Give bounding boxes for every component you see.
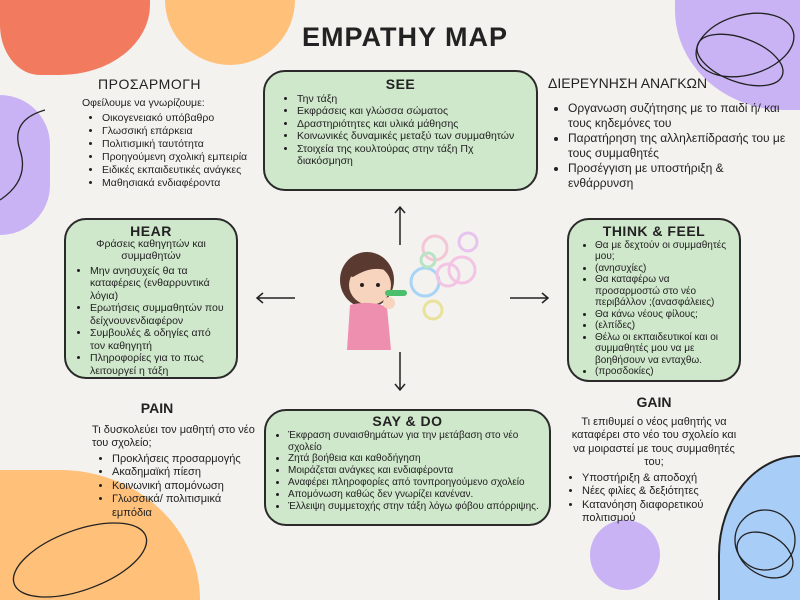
see-box: SEE Την τάξηΕκφράσεις και γλώσσα σώματος…: [263, 70, 538, 191]
say-do-box: SAY & DO Έκφραση συναισθημάτων για την μ…: [264, 409, 551, 526]
gain-intro: Τι επιθυμεί ο νέος μαθητής να καταφέρει …: [571, 415, 737, 469]
list-item: Υποστήριξη & αποδοχή: [582, 472, 742, 486]
list-item: Μαθησιακά ενδιαφέροντα: [102, 177, 262, 190]
purple-blob-small: [590, 520, 660, 590]
gain-section: GAIN Τι επιθυμεί ο νέος μαθητής να καταφ…: [566, 394, 742, 526]
list-item: (προσδοκίες): [595, 366, 729, 378]
list-item: Γλωσσική επάρκεια: [102, 125, 262, 138]
list-item: Κατανόηση διαφορετικού πολιτισμού: [582, 499, 742, 526]
list-item: Αναφέρει πληροφορίες από τονπρoηγούμενο …: [288, 477, 541, 489]
hear-heading: HEAR: [130, 223, 172, 239]
list-item: Έλλειψη συμμετοχής στην τάξη λόγω φόβου …: [288, 501, 541, 513]
arrow-up-icon: [394, 205, 406, 245]
list-item: Πολιτισμική ταυτότητα: [102, 138, 262, 151]
list-item: Δραστηριότητες και υλικά μάθησης: [297, 118, 524, 131]
list-item: Θα με δεχτούν οι συμμαθητές μου;: [595, 240, 729, 263]
see-heading: SEE: [385, 76, 416, 92]
adaptation-section: ΠΡΟΣΑΡΜΟΓΗ Οφείλουμε να γνωρίζουμε: Οικο…: [82, 76, 262, 190]
list-item: Συμβουλές & οδηγίες από τον καθηγητή: [90, 327, 228, 352]
needs-section: ΔΙΕΡΕΥΝΗΣΗ ΑΝΑΓΚΩΝ Οργανωση συζήτησης με…: [548, 76, 788, 191]
list-item: Έκφραση συναισθημάτων για την μετάβαση σ…: [288, 430, 541, 454]
list-item: Θα καταφέρω να προσαρμοστώ στο νέο περιβ…: [595, 274, 729, 309]
girl-blowing-bubbles-illustration: [340, 231, 479, 350]
list-item: Οργανωση συζήτησης με το παιδί ή/ και το…: [568, 101, 788, 131]
list-item: Ειδικές εκπαιδευτικές ανάγκες: [102, 164, 262, 177]
list-item: Ζητά βοήθεια και καθοδήγηση: [288, 453, 541, 465]
list-item: Προσέγγιση με υποστήριξη & ενθάρρυνση: [568, 161, 788, 191]
pain-section: PAIN Τι δυσκολεύει τον μαθητή στο νέο το…: [92, 400, 262, 520]
list-item: Γλωσσικά/ πολιτισμικά εμπόδια: [112, 493, 262, 520]
list-item: Νέες φιλίες & δεξιότητες: [582, 485, 742, 499]
adaptation-intro: Οφείλουμε να γνωρίζουμε:: [82, 97, 205, 109]
list-item: Απομόνωση καθώς δεν γνωρίζει κανέναν.: [288, 489, 541, 501]
arrow-right-icon: [510, 292, 550, 304]
list-item: Μοιράζεται ανάγκες και ενδιαφέροντα: [288, 465, 541, 477]
list-item: Ακαδημαϊκή πίεση: [112, 466, 262, 480]
list-item: Προηγούμενη σχολική εμπειρία: [102, 151, 262, 164]
list-item: Θα κάνω νέους φίλους;: [595, 309, 729, 321]
list-item: Την τάξη: [297, 93, 524, 106]
list-item: (ανησυχίες): [595, 263, 729, 275]
list-item: Εκφράσεις και γλώσσα σώματος: [297, 105, 524, 118]
page-title: EMPATHY MAP: [301, 22, 508, 52]
list-item: Προκλήσεις προσαρμογής: [112, 453, 262, 467]
say-do-heading: SAY & DO: [372, 413, 443, 429]
list-item: Οικογενειακό υπόβαθρο: [102, 112, 262, 125]
list-item: Κοινωνικές δυναμικές μεταξύ των συμμαθητ…: [297, 130, 524, 143]
hear-box: HEAR Φράσεις καθηγητών και συμμαθητών Μη…: [64, 218, 238, 379]
list-item: Ερωτήσεις συμμαθητών που δείχνουνενδιαφέ…: [90, 302, 228, 327]
gain-heading: GAIN: [636, 394, 672, 410]
think-feel-box: THINK & FEEL Θα με δεχτούν οι συμμαθητές…: [567, 218, 741, 382]
arrow-down-icon: [394, 352, 406, 392]
list-item: Θέλω οι εκπαιδευτικοί και οι συμμαθητές …: [595, 332, 729, 367]
list-item: Μην ανησυχείς θα τα καταφέρεις (ενθαρρυν…: [90, 265, 228, 303]
list-item: Στοιχεία της κουλτούρας στην τάξη Πχ δια…: [297, 143, 524, 168]
pain-heading: PAIN: [140, 400, 174, 416]
purple-blob-left: [0, 95, 50, 235]
hear-intro: Φράσεις καθηγητών και συμμαθητών: [96, 237, 206, 263]
needs-heading: ΔΙΕΡΕΥΝΗΣΗ ΑΝΑΓΚΩΝ: [548, 75, 708, 91]
think-feel-heading: THINK & FEEL: [602, 223, 706, 239]
arrow-left-icon: [255, 292, 295, 304]
pain-intro: Τι δυσκολεύει τον μαθητή στο νέο του σχο…: [92, 423, 255, 450]
list-item: Κοινωνική απομόνωση: [112, 480, 262, 494]
list-item: Πληροφορίες για το πως λειτουργεί η τάξη: [90, 352, 228, 377]
list-item: (ελπίδες): [595, 320, 729, 332]
list-item: Παρατήρηση της αλληλεπίδρασής του με του…: [568, 131, 788, 161]
adaptation-heading: ΠΡΟΣΑΡΜΟΓΗ: [98, 76, 202, 92]
